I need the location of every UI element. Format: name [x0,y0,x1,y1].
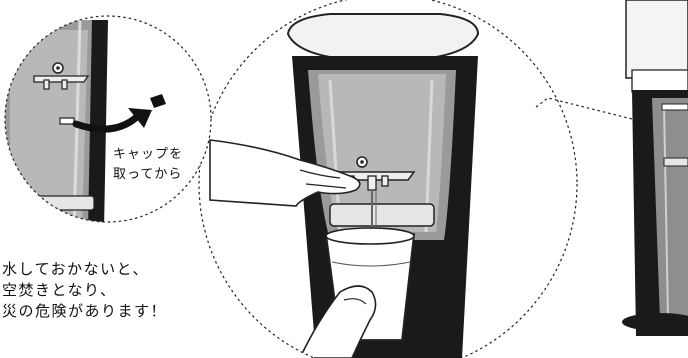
bottle-base [286,13,480,59]
warning-line1: 水しておかないと、 [2,260,150,278]
inset-circle [4,15,212,223]
hand-holding-cup [298,285,377,358]
remove-cap-arrow [72,110,144,133]
inset-caption: キャップを 取ってから [113,147,183,183]
warning-line2: 空焚きとなり、 [2,281,117,299]
warning-text: 水しておかないと、 空焚きとなり、 災の危険があります！ [0,259,168,322]
warning-line3: 災の危険があります！ [2,302,168,320]
inset-caption-line1: キャップを [113,147,184,162]
dispenser-full-view [622,0,688,336]
connector-line [535,97,637,121]
detail-circle [198,0,578,358]
hand-pressing [209,139,361,207]
cap-icon [150,94,166,108]
inset-caption-line2: 取ってから [113,167,183,182]
